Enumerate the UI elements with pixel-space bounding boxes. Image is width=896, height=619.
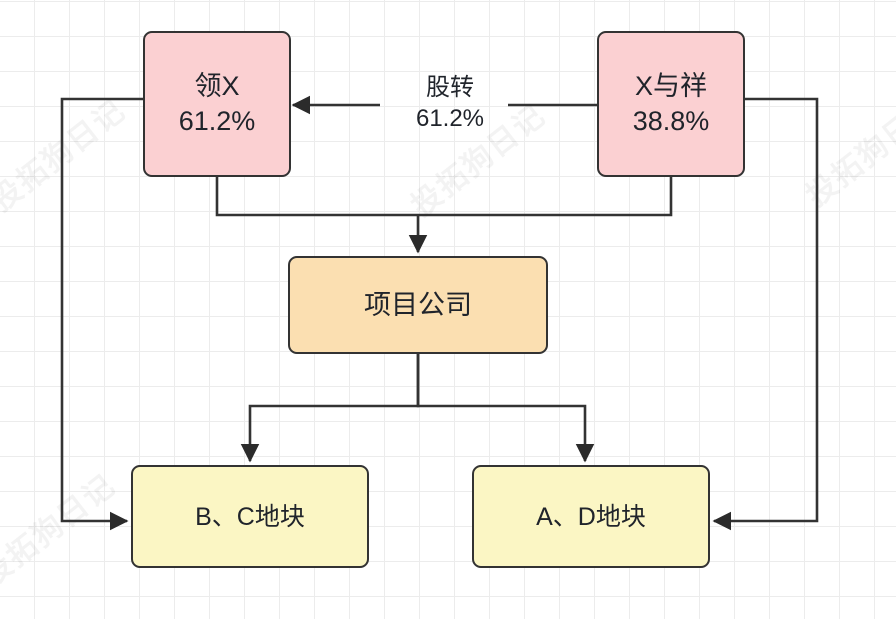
edge-transfer-label: 股转 61.2% [383, 72, 517, 134]
node-parcel-ad-name: A、D地块 [536, 502, 646, 531]
edge-transfer-label-line1: 股转 [426, 74, 474, 101]
edge-ling-to-bc [60, 97, 143, 531]
node-project-company-name: 项目公司 [364, 289, 472, 320]
edge-xyx-to-project [418, 177, 673, 217]
node-ling-x-name: 领X [194, 71, 240, 102]
node-x-yu-xiang-name: X与祥 [634, 71, 707, 102]
node-x-yu-xiang[interactable]: X与祥 38.8% [597, 31, 745, 177]
node-parcel-bc-name: B、C地块 [195, 502, 305, 531]
node-x-yu-xiang-share: 38.8% [632, 106, 710, 136]
node-ling-x[interactable]: 领X 61.2% [143, 31, 291, 177]
edge-project-to-bc [240, 354, 420, 463]
edge-project-to-ad [416, 354, 595, 463]
node-ling-x-share: 61.2% [178, 106, 256, 136]
edge-transfer-label-line2: 61.2% [415, 105, 485, 133]
node-parcel-ad[interactable]: A、D地块 [472, 465, 710, 568]
edge-ling-to-project [215, 177, 418, 217]
node-project-company[interactable]: 项目公司 [288, 256, 548, 354]
node-parcel-bc[interactable]: B、C地块 [131, 465, 369, 568]
edge-xyx-to-ad [712, 97, 819, 531]
